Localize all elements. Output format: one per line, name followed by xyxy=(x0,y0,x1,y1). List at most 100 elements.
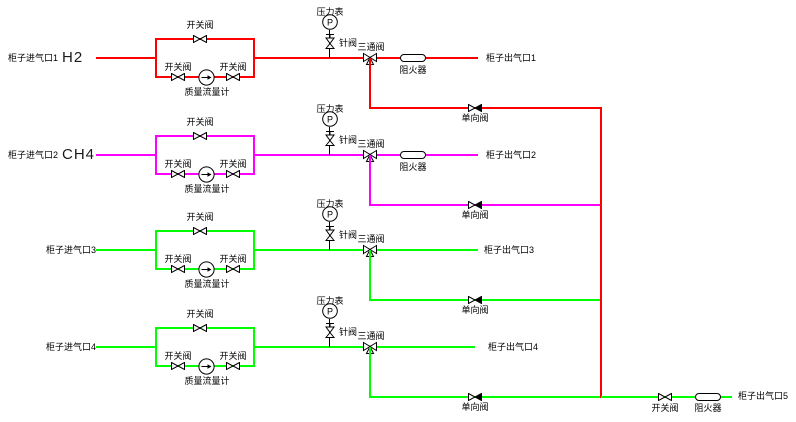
pressure-gauge-icon: P xyxy=(322,206,338,222)
flame-arrester-label: 阻火器 xyxy=(694,403,722,413)
switch-valve-label: 开关阀 xyxy=(186,212,214,222)
cabinet-outlet-label: 柜子出气口5 xyxy=(738,391,789,401)
flame-arrester-icon xyxy=(400,151,426,159)
collector-pipe xyxy=(600,107,602,398)
mass-flow-meter-label: 质量流量计 xyxy=(184,279,230,289)
needle-valve-label: 针阀 xyxy=(339,327,358,337)
switch-valve-icon xyxy=(193,132,207,140)
mass-flow-meter-label: 质量流量计 xyxy=(184,87,230,97)
branch-pipe-horizontal xyxy=(369,299,602,301)
switch-valve-label: 开关阀 xyxy=(186,20,214,30)
pipe-main xyxy=(96,346,155,348)
mass-flow-meter-label: 质量流量计 xyxy=(184,184,230,194)
switch-valve-label: 开关阀 xyxy=(651,403,679,413)
mass-flow-meter-icon xyxy=(198,166,215,183)
pressure-gauge-label: 压力表 xyxy=(316,296,344,306)
switch-valve-icon xyxy=(171,170,185,178)
switch-valve-icon xyxy=(226,170,240,178)
needle-valve-label: 针阀 xyxy=(339,230,358,240)
switch-valve-label: 开关阀 xyxy=(164,159,192,169)
three-way-valve-label: 三通阀 xyxy=(357,234,385,244)
cabinet-inlet-label: 柜子进气口1 xyxy=(8,53,59,63)
check-valve-label: 单向阀 xyxy=(461,113,489,123)
branch-pipe-horizontal xyxy=(369,204,602,206)
check-valve-icon xyxy=(468,393,482,401)
flame-arrester-icon xyxy=(695,393,721,401)
switch-valve-label: 开关阀 xyxy=(186,309,214,319)
pressure-gauge-icon: P xyxy=(322,14,338,30)
gas-line-3: 柜子进气口3 开关阀 开关阀 开关阀 质量流量计 压力表 P 针阀 三通阀 单向… xyxy=(0,200,796,320)
gas-name-label: CH4 xyxy=(62,146,96,163)
switch-valve-label: 开关阀 xyxy=(164,254,192,264)
needle-valve-icon xyxy=(325,34,335,49)
switch-valve-label: 开关阀 xyxy=(219,351,247,361)
svg-text:P: P xyxy=(327,306,333,316)
flame-arrester-label: 阻火器 xyxy=(399,65,427,75)
switch-valve-icon xyxy=(171,73,185,81)
switch-valve-label: 开关阀 xyxy=(164,351,192,361)
switch-valve-label: 开关阀 xyxy=(164,62,192,72)
check-valve-icon xyxy=(468,104,482,112)
three-way-valve-label: 三通阀 xyxy=(357,139,385,149)
cabinet-inlet-label: 柜子进气口2 xyxy=(8,150,59,160)
mass-flow-meter-icon xyxy=(198,69,215,86)
check-valve-icon xyxy=(468,201,482,209)
needle-valve-label: 针阀 xyxy=(339,38,358,48)
branch-pipe-horizontal xyxy=(369,396,602,398)
switch-valve-icon xyxy=(171,362,185,370)
pressure-gauge-icon: P xyxy=(322,303,338,319)
pressure-gauge-label: 压力表 xyxy=(316,7,344,17)
branch-pipe-vertical xyxy=(369,250,371,300)
flame-arrester-label: 阻火器 xyxy=(399,162,427,172)
cabinet-inlet-label: 柜子进气口3 xyxy=(46,245,97,255)
switch-valve-label: 开关阀 xyxy=(219,62,247,72)
svg-text:P: P xyxy=(327,17,333,27)
check-valve-icon xyxy=(468,296,482,304)
switch-valve-label: 开关阀 xyxy=(186,117,214,127)
switch-valve-label: 开关阀 xyxy=(219,159,247,169)
gas-name-label: H2 xyxy=(62,49,84,66)
pipe-main xyxy=(96,249,155,251)
pipe-main xyxy=(96,57,155,59)
three-way-valve-label: 三通阀 xyxy=(357,331,385,341)
check-valve-label: 单向阀 xyxy=(461,305,489,315)
svg-text:P: P xyxy=(327,114,333,124)
svg-text:P: P xyxy=(327,209,333,219)
pressure-gauge-icon: P xyxy=(322,111,338,127)
branch-pipe-horizontal xyxy=(369,107,602,109)
branch-pipe-vertical xyxy=(369,58,371,108)
pipe-main xyxy=(96,154,155,156)
check-valve-label: 单向阀 xyxy=(461,402,489,412)
flame-arrester-icon xyxy=(400,54,426,62)
gas-line-4: 柜子进气口4 开关阀 开关阀 开关阀 质量流量计 压力表 P 针阀 三通阀 单向… xyxy=(0,297,796,417)
needle-valve-icon xyxy=(325,131,335,146)
switch-valve-icon xyxy=(226,265,240,273)
needle-valve-icon xyxy=(325,323,335,338)
branch-pipe-vertical xyxy=(369,347,371,397)
switch-valve-icon xyxy=(193,227,207,235)
cabinet-outlet-label: 柜子出气口3 xyxy=(484,245,535,255)
mass-flow-meter-icon xyxy=(198,358,215,375)
cabinet-outlet-label: 柜子出气口2 xyxy=(486,150,537,160)
gas-line-2: 柜子进气口2 CH4 开关阀 开关阀 开关阀 质量流量计 压力表 P 针阀 三通… xyxy=(0,105,796,225)
branch-pipe-vertical xyxy=(369,155,371,205)
mass-flow-meter-icon xyxy=(198,261,215,278)
switch-valve-icon xyxy=(658,393,672,401)
cabinet-outlet-label: 柜子出气口1 xyxy=(486,53,537,63)
cabinet-inlet-label: 柜子进气口4 xyxy=(46,342,97,352)
gas-line-1: 柜子进气口1 H2 开关阀 开关阀 开关阀 质量流量计 压力表 P 针阀 三通阀… xyxy=(0,8,796,128)
switch-valve-icon xyxy=(193,35,207,43)
pressure-gauge-label: 压力表 xyxy=(316,199,344,209)
cabinet-outlet-label: 柜子出气口4 xyxy=(488,342,539,352)
needle-valve-icon xyxy=(325,226,335,241)
switch-valve-icon xyxy=(171,265,185,273)
switch-valve-icon xyxy=(226,73,240,81)
switch-valve-label: 开关阀 xyxy=(219,254,247,264)
check-valve-label: 单向阀 xyxy=(461,210,489,220)
pressure-gauge-label: 压力表 xyxy=(316,104,344,114)
switch-valve-icon xyxy=(226,362,240,370)
switch-valve-icon xyxy=(193,324,207,332)
needle-valve-label: 针阀 xyxy=(339,135,358,145)
mass-flow-meter-label: 质量流量计 xyxy=(184,376,230,386)
